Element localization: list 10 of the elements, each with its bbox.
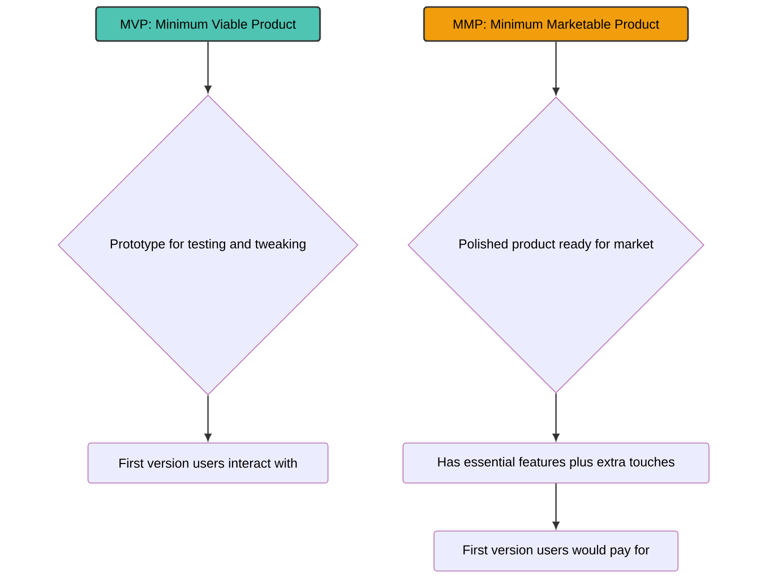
arrow [552, 393, 560, 441]
arrow [204, 395, 212, 441]
title-box: MVP: Minimum Viable Product [95, 6, 321, 42]
arrow [552, 42, 560, 95]
title-box: MMP: Minimum Marketable Product [423, 6, 689, 42]
arrow [204, 42, 212, 93]
process-box: First version users would pay for [434, 530, 678, 572]
process-box: First version users interact with [88, 442, 328, 484]
process-box: Has essential features plus extra touches [402, 442, 710, 484]
arrow [552, 483, 560, 529]
